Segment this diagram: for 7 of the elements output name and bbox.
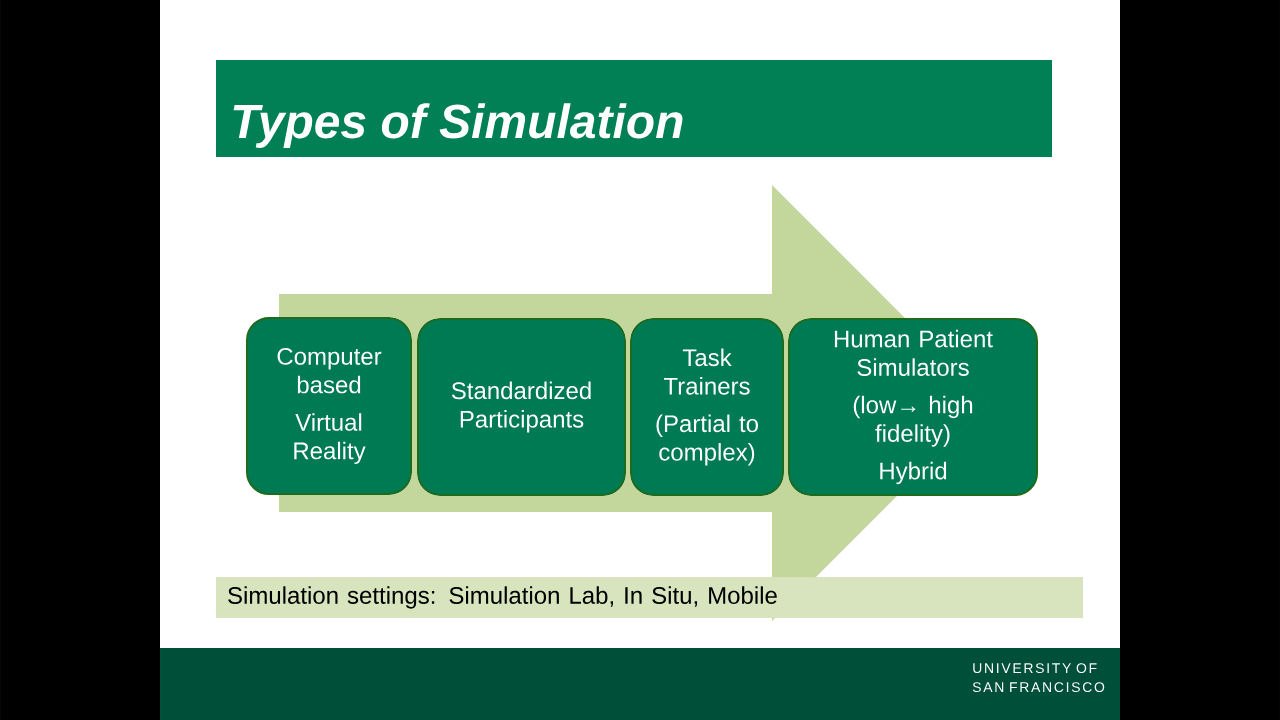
footer-text: UNIVERSITY OF SAN FRANCISCO [972, 663, 1105, 693]
process-box: Human Patient Simulators (low→ high fidelity) Hybrid [788, 318, 1038, 496]
settings-band: Simulation settings: Simulation Lab, In Situ, Mobile [216, 577, 1083, 618]
process-box: Computer based Virtual Reality [246, 317, 412, 495]
process-box: Standardized Participants [417, 318, 626, 496]
title-bar: Types of Simulation [216, 60, 1052, 157]
process-box: Task Trainers (Partial to complex) [630, 318, 784, 496]
